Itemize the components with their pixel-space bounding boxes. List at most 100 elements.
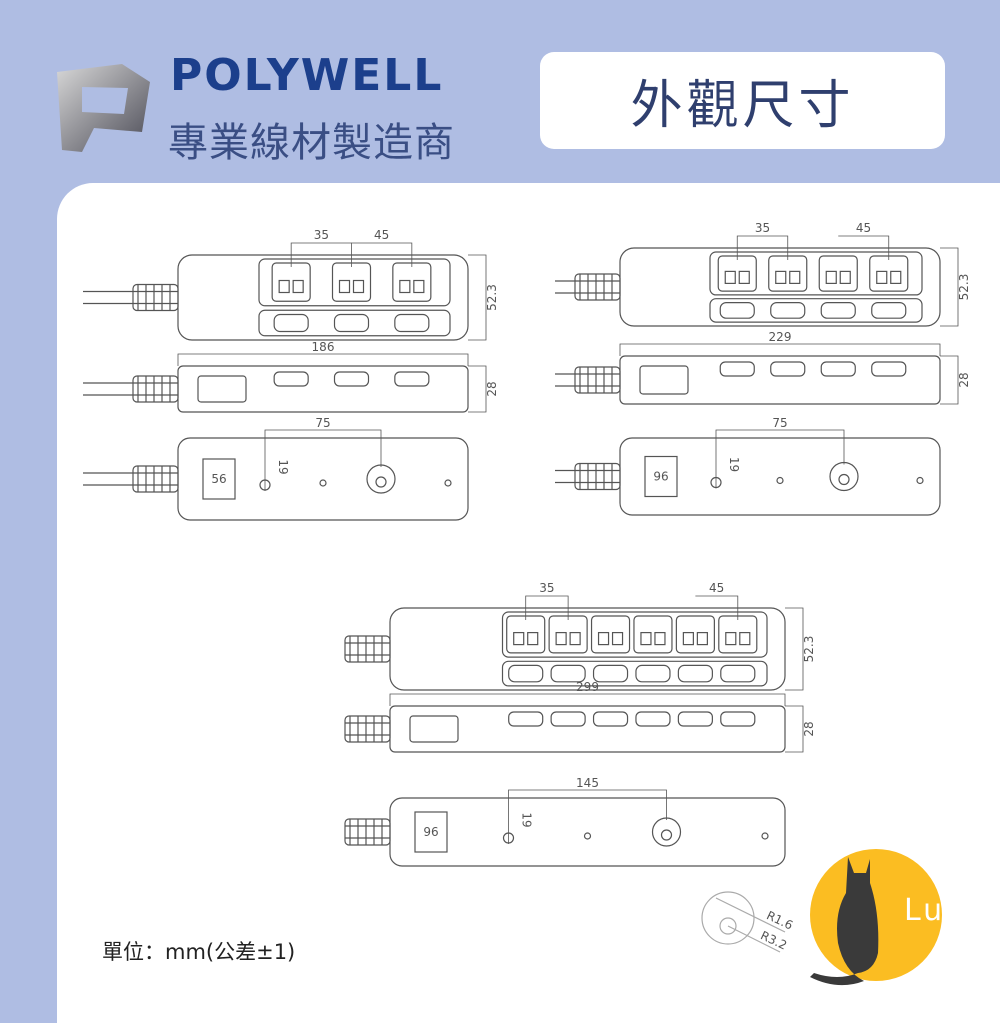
height-label: 52.3 [957, 274, 971, 301]
side-switch [508, 711, 544, 727]
unit-note: 單位：mm(公差±1) [102, 940, 296, 964]
outlet-slot [338, 279, 351, 294]
dimension-line [736, 235, 789, 260]
outlet [506, 615, 546, 654]
outlet [392, 262, 432, 302]
keyhole-detail-hole [719, 917, 737, 935]
dimension-line [264, 429, 382, 491]
switch-panel [258, 309, 451, 337]
side-switch [273, 371, 309, 387]
master-switch [409, 715, 459, 743]
outlet-slot [724, 270, 736, 284]
keyhole-detail-circle [701, 891, 755, 945]
outlet-panel [258, 258, 451, 307]
luna-text: Luna [904, 893, 989, 928]
side-view-body [389, 705, 786, 753]
side-switch [720, 711, 756, 727]
outlet [717, 255, 757, 292]
dimension-line [619, 343, 941, 356]
dimension-line [715, 429, 845, 489]
dimension-line [525, 595, 569, 620]
outlet [633, 615, 673, 654]
dimension-line [290, 242, 352, 267]
label-box-dimension: 56 [211, 472, 226, 486]
switch [635, 664, 671, 683]
outlet-slot [640, 631, 652, 646]
hole-spacing-label: 75 [315, 416, 330, 430]
switch [333, 313, 370, 333]
height-label: 52.3 [485, 284, 499, 311]
cord-strain-relief [574, 462, 621, 491]
pitch-small-label: 35 [755, 221, 770, 235]
brand-tagline: 專業線材製造商 [168, 120, 455, 166]
switch [394, 313, 430, 333]
label-box [414, 811, 448, 853]
outlet-slot [399, 279, 411, 294]
screw [761, 832, 769, 840]
screw [916, 476, 924, 485]
side-view-body [619, 355, 941, 405]
keyhole-slot [375, 476, 387, 488]
outlet-slot [413, 279, 425, 294]
dimension-line [785, 607, 804, 691]
side-switch [550, 711, 586, 727]
dimension-line [468, 365, 487, 413]
cord-strain-relief [344, 818, 391, 846]
outlet-slot [739, 631, 751, 646]
label-box [202, 458, 236, 500]
luna-watermark: Luna [808, 843, 998, 993]
cord-strain-relief [574, 273, 621, 301]
outlet [718, 615, 758, 654]
side-view-body [177, 365, 469, 413]
screw [583, 832, 592, 840]
length-label: 186 [312, 340, 335, 354]
outlet-slot [789, 270, 801, 284]
dimension-line [838, 235, 890, 260]
hole-offset-label: 19 [520, 812, 534, 827]
brand-name: POLYWELL [170, 50, 444, 101]
depth-label: 28 [957, 372, 971, 387]
side-switch [770, 361, 806, 377]
top-view-body [619, 247, 941, 327]
side-switch [333, 371, 370, 387]
cord-strain-relief [132, 375, 179, 403]
outlet-slot [682, 631, 694, 646]
side-switch [820, 361, 856, 377]
hole-spacing-label: 145 [576, 776, 599, 790]
outlet-slot [278, 279, 290, 294]
side-switch [719, 361, 755, 377]
title-box: 外觀尺寸 [540, 52, 945, 149]
keyhole-slot [660, 829, 673, 841]
dimension-line [940, 355, 959, 405]
top-view-body [177, 254, 469, 341]
label-box [644, 455, 678, 498]
cat-logo-icon [810, 849, 942, 986]
outlet-panel [501, 611, 768, 658]
hole-spacing-label: 75 [772, 416, 787, 430]
back-view-body [389, 797, 786, 867]
dimension-line [351, 242, 413, 267]
outlet-slot [352, 279, 365, 294]
outlet-slot [876, 270, 888, 284]
switch [871, 302, 907, 319]
dimension-line [177, 353, 469, 366]
cord-strain-relief [574, 366, 621, 394]
pitch-large-label: 45 [374, 228, 389, 242]
screw [319, 479, 327, 487]
keyhole-small [710, 476, 722, 489]
outlet [675, 615, 715, 654]
cord-strain-relief [132, 283, 179, 312]
master-switch [639, 365, 689, 395]
outlet-slot [696, 631, 708, 646]
polywell-logo-icon [57, 64, 150, 152]
outlet-slot [527, 631, 539, 646]
dimension-line [695, 595, 739, 620]
switch [770, 302, 806, 319]
switch [719, 302, 755, 319]
pitch-large-label: 45 [709, 581, 724, 595]
side-switch [592, 711, 629, 727]
outlet-slot [725, 631, 737, 646]
